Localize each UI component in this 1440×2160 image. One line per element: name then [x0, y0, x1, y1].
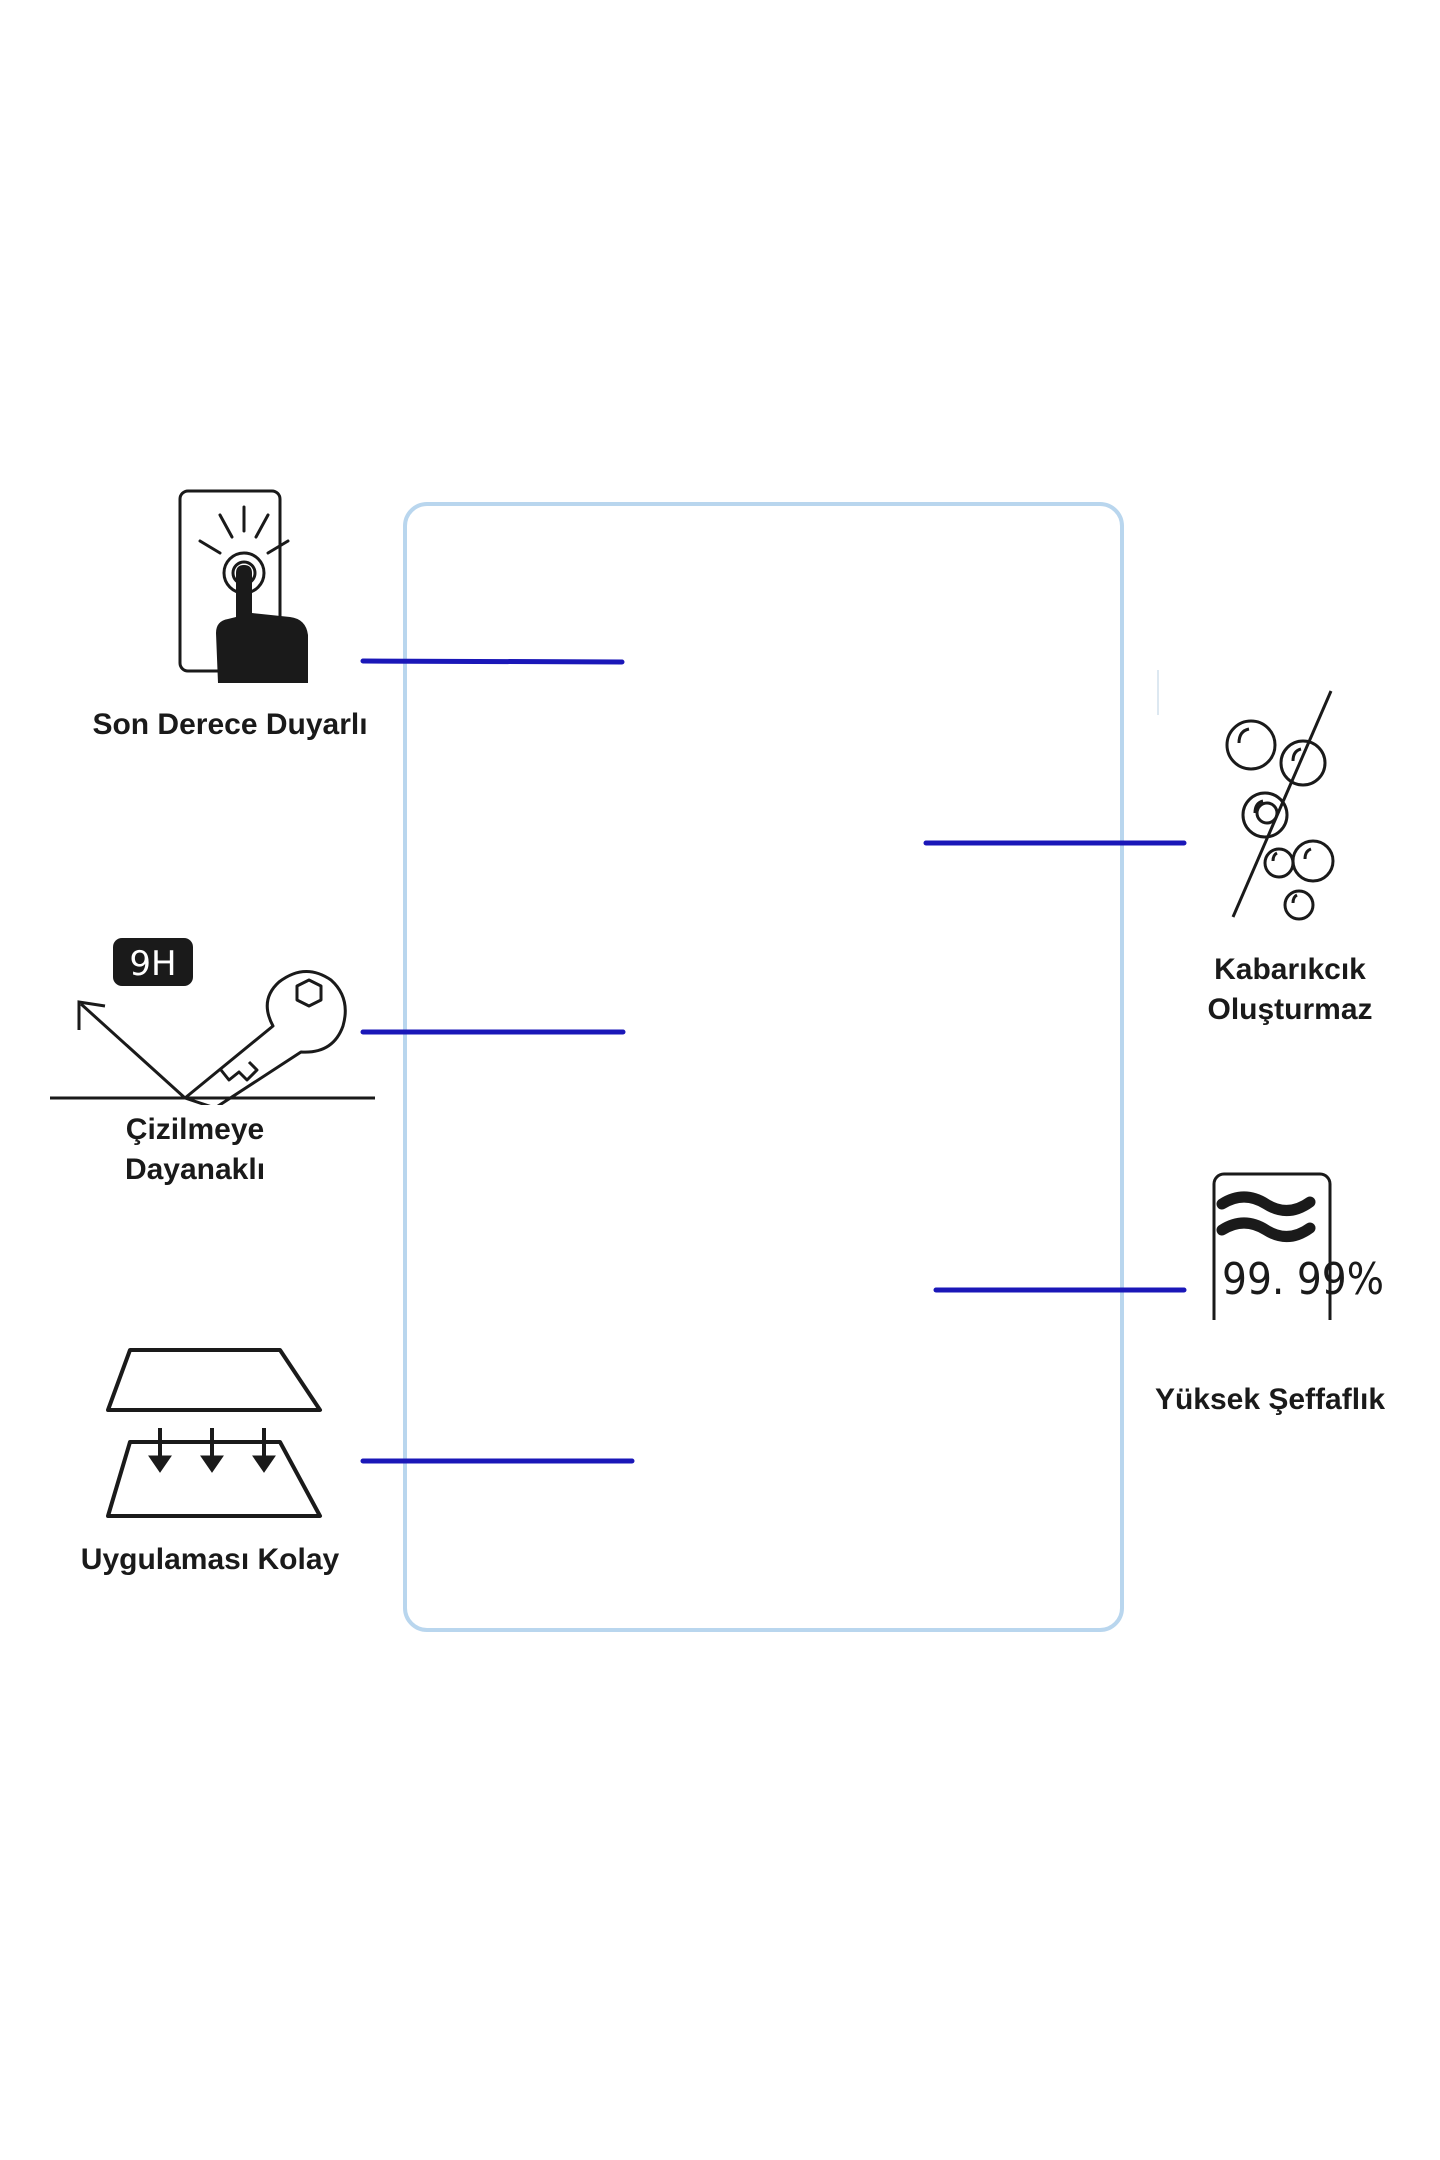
panel-outline: [403, 502, 1124, 1632]
transparency-value: 99. 99%: [1222, 1254, 1384, 1305]
touch-finger-icon: [178, 489, 308, 683]
connector-sensitivity: [360, 658, 625, 665]
label-scratch: Çizilmeye Dayanaklı: [124, 1113, 266, 1186]
hardness-badge: [113, 938, 193, 986]
no-bubbles-icon: [1225, 690, 1335, 921]
label-transparency: Yüksek Şeffaflık: [1154, 1383, 1386, 1416]
label-bubble: Kabarıkcık Oluşturmaz: [1207, 953, 1373, 1026]
hardness-badge-text: 9H: [129, 944, 176, 984]
transparency-icon: 99. 99%: [1212, 1172, 1384, 1320]
label-sensitivity: Son Derece Duyarlı: [92, 708, 368, 741]
label-install: Uygulaması Kolay: [80, 1543, 340, 1576]
layers-press-icon: [106, 1348, 322, 1518]
key-scratch-icon: 9H: [50, 938, 375, 1105]
